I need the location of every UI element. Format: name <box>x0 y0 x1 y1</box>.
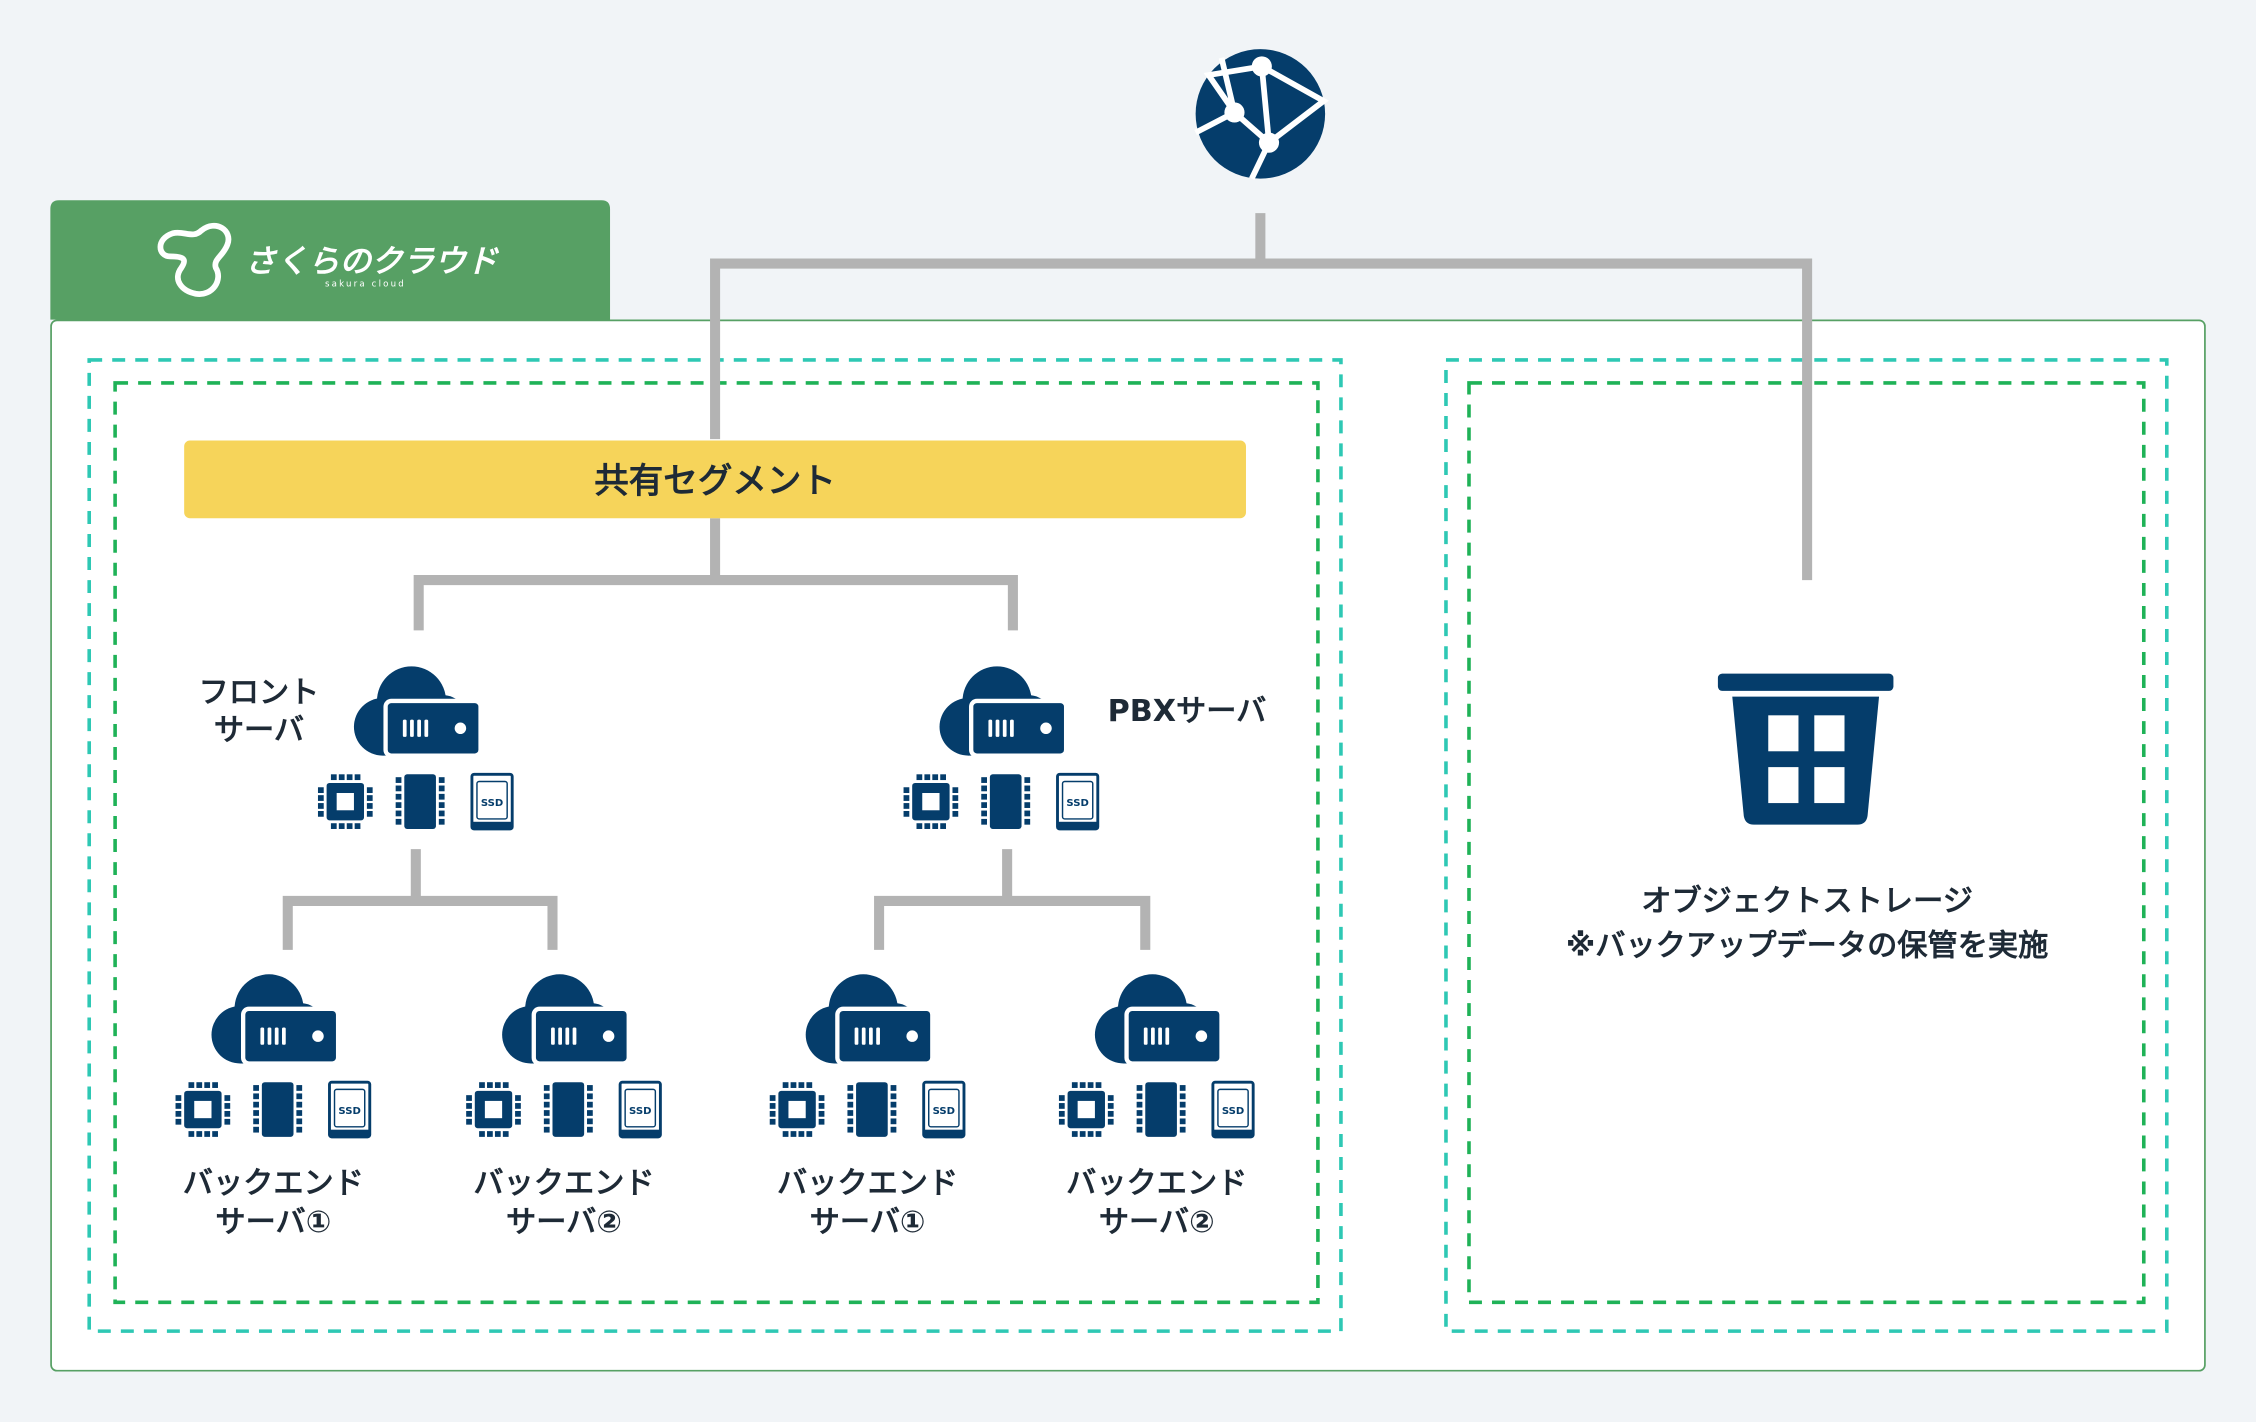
backend-server-3: SSD <box>769 974 966 1139</box>
cloud-server-icon <box>502 974 631 1066</box>
cloud-server-icon <box>211 974 341 1066</box>
backend-labels: バックエンド サーバ① バックエンド サーバ② バックエンド サーバ① バックエ… <box>183 1166 1248 1240</box>
ssd-label: SSD <box>933 1106 955 1117</box>
ssd-icon: SSD <box>1211 1080 1255 1139</box>
cloud-server-icon <box>805 974 935 1066</box>
logo-text: さくらのクラウド <box>245 244 500 280</box>
zone-right-inner <box>1467 381 2146 1305</box>
memory-icon <box>1136 1082 1186 1137</box>
front-backend-link <box>282 849 558 950</box>
shared-segment-label: 共有セグメント <box>594 461 836 501</box>
ssd-label: SSD <box>1222 1106 1244 1117</box>
backend-server-4: SSD <box>1058 974 1255 1139</box>
ssd-label: SSD <box>1066 798 1088 809</box>
connector-lines <box>282 213 1813 950</box>
front-server-label-1: フロント <box>199 675 320 710</box>
internet-link <box>710 213 1813 581</box>
pbx-backend-link <box>874 849 1151 950</box>
front-server: SSD <box>317 666 514 831</box>
ssd-icon: SSD <box>922 1080 966 1139</box>
backend-2-label-2: サーバ② <box>506 1205 622 1240</box>
memory-icon <box>395 774 445 829</box>
ssd-icon: SSD <box>618 1080 662 1139</box>
cloud-server-icon <box>353 666 483 758</box>
sakura-cloud-logo: さくらのクラウド sakura cloud <box>157 222 500 297</box>
ssd-icon: SSD <box>328 1080 372 1139</box>
object-storage-title: オブジェクトストレージ <box>1641 883 1973 919</box>
cpu-icon <box>317 774 373 829</box>
front-server-label-2: サーバ <box>214 713 304 748</box>
object-storage-note: ※バックアップデータの保管を実施 <box>1566 928 2048 964</box>
ssd-label: SSD <box>629 1106 651 1117</box>
zone-right-outer <box>1444 358 2169 1333</box>
memory-icon <box>253 1082 303 1137</box>
backend-server-1: SSD <box>175 974 372 1139</box>
ssd-label: SSD <box>481 798 503 809</box>
logo-mark-icon <box>157 222 232 297</box>
backend-4-label-1: バックエンド <box>1066 1166 1247 1201</box>
cpu-icon <box>466 1082 521 1137</box>
logo-subtext: sakura cloud <box>325 280 406 290</box>
cloud-server-icon <box>939 666 1069 758</box>
memory-icon <box>981 774 1031 829</box>
object-storage-bucket-icon <box>1717 673 1894 825</box>
backend-server-2: SSD <box>466 974 662 1139</box>
ssd-icon: SSD <box>1056 772 1100 831</box>
backend-3-label-2: サーバ① <box>810 1205 926 1240</box>
memory-icon <box>543 1082 593 1137</box>
cpu-icon <box>1058 1082 1114 1137</box>
internet-globe-icon <box>1194 49 1329 180</box>
shared-segment-bar <box>184 440 1246 519</box>
backend-1-label-2: サーバ① <box>215 1205 331 1240</box>
pbx-server: SSD <box>903 666 1100 831</box>
ssd-label: SSD <box>338 1106 360 1117</box>
cpu-icon <box>903 774 959 829</box>
cloud-server-icon <box>1094 974 1224 1066</box>
backend-2-label-1: バックエンド <box>473 1166 654 1201</box>
backend-1-label-1: バックエンド <box>183 1166 364 1201</box>
cpu-icon <box>175 1082 231 1137</box>
segment-link <box>413 518 1018 631</box>
pbx-server-label: PBXサーバ <box>1108 694 1267 729</box>
memory-icon <box>847 1082 897 1137</box>
backend-4-label-2: サーバ② <box>1099 1205 1215 1240</box>
cpu-icon <box>769 1082 825 1137</box>
ssd-icon: SSD <box>470 772 514 831</box>
backend-3-label-1: バックエンド <box>777 1166 958 1201</box>
